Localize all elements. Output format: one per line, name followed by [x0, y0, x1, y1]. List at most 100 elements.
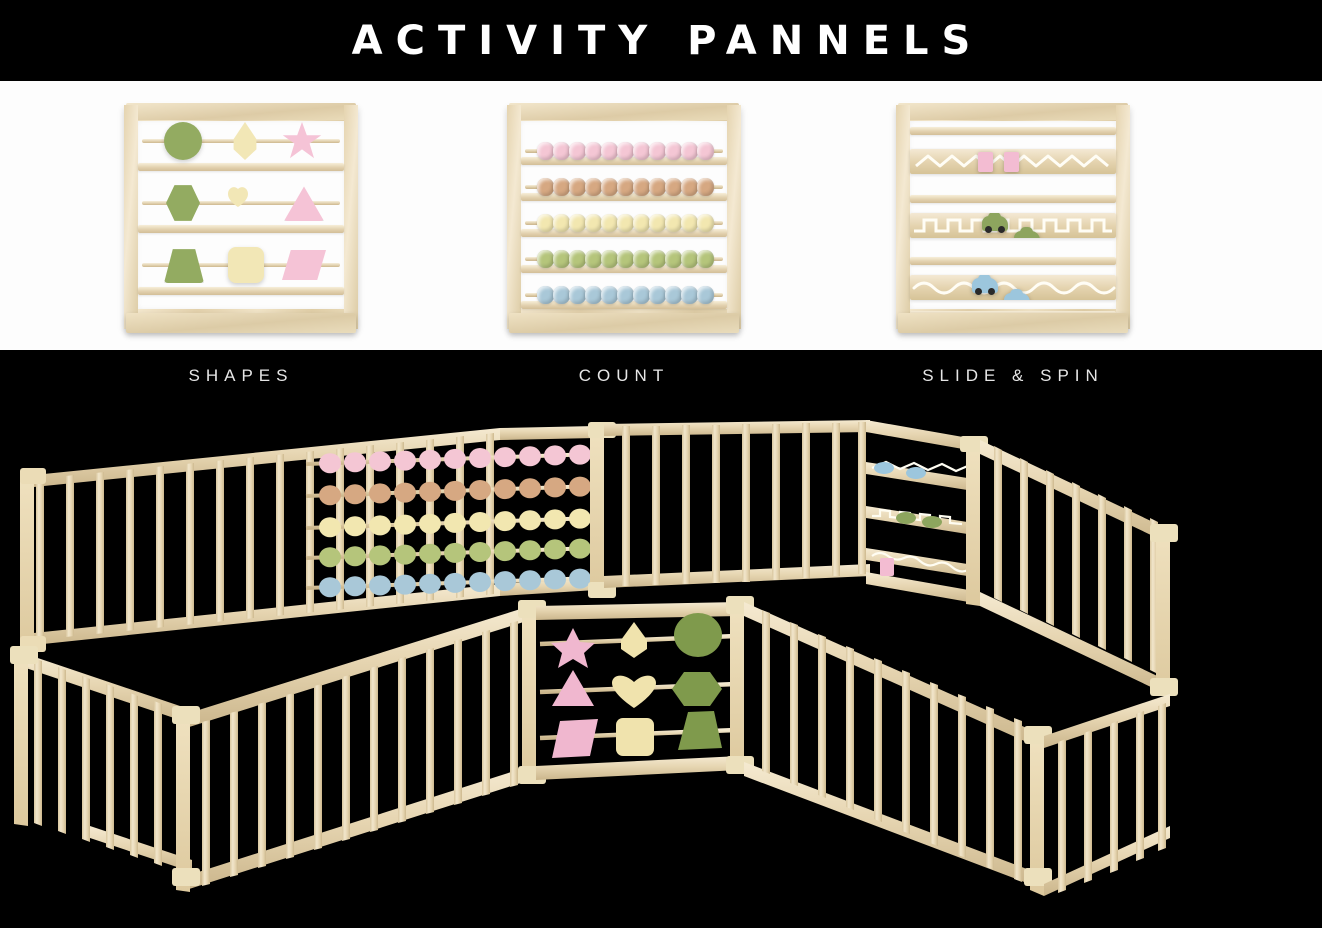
- bead[interactable]: [444, 448, 466, 469]
- bead[interactable]: [585, 250, 602, 268]
- bead[interactable]: [553, 142, 570, 160]
- bead[interactable]: [697, 250, 714, 268]
- bead[interactable]: [419, 573, 441, 594]
- bead[interactable]: [344, 576, 366, 597]
- bead[interactable]: [665, 214, 682, 232]
- bead[interactable]: [681, 142, 698, 160]
- bead[interactable]: [569, 214, 586, 232]
- bead[interactable]: [319, 517, 341, 538]
- slider-car[interactable]: [1004, 289, 1030, 300]
- bead[interactable]: [369, 515, 391, 536]
- bead[interactable]: [537, 286, 554, 304]
- activity-panel-count[interactable]: [507, 103, 741, 333]
- bead[interactable]: [585, 286, 602, 304]
- bead[interactable]: [344, 516, 366, 537]
- bead[interactable]: [519, 570, 541, 591]
- slider-car[interactable]: [982, 213, 1008, 233]
- abacus-bead-row-tan[interactable]: [525, 177, 723, 197]
- bead[interactable]: [344, 484, 366, 505]
- slider-block[interactable]: [978, 152, 993, 172]
- bead[interactable]: [665, 178, 682, 196]
- bead[interactable]: [494, 447, 516, 468]
- bead[interactable]: [469, 480, 491, 500]
- bead[interactable]: [585, 142, 602, 160]
- bead[interactable]: [519, 540, 541, 561]
- bead[interactable]: [369, 575, 391, 596]
- bead[interactable]: [469, 448, 491, 468]
- slide-track-zigzag[interactable]: [910, 149, 1116, 174]
- bead[interactable]: [553, 214, 570, 232]
- bead[interactable]: [569, 568, 591, 589]
- bead[interactable]: [319, 485, 341, 506]
- bead[interactable]: [553, 178, 570, 196]
- shape-parallelogram[interactable]: [282, 250, 326, 280]
- bead[interactable]: [544, 477, 566, 498]
- bead[interactable]: [601, 286, 618, 304]
- bead[interactable]: [649, 178, 666, 196]
- bead[interactable]: [649, 250, 666, 268]
- bead[interactable]: [697, 142, 714, 160]
- bead[interactable]: [519, 446, 541, 467]
- activity-panel-shapes[interactable]: [124, 103, 358, 333]
- slider-block[interactable]: [1004, 152, 1019, 172]
- shape-star[interactable]: [282, 122, 322, 159]
- bead[interactable]: [681, 214, 698, 232]
- bead[interactable]: [569, 142, 586, 160]
- bead[interactable]: [344, 546, 366, 567]
- bead[interactable]: [444, 572, 466, 593]
- bead[interactable]: [633, 214, 650, 232]
- bead[interactable]: [633, 142, 650, 160]
- bead[interactable]: [569, 444, 591, 465]
- bead[interactable]: [544, 569, 566, 590]
- bead[interactable]: [544, 509, 566, 530]
- activity-panel-slide-spin[interactable]: [896, 103, 1130, 333]
- bead[interactable]: [697, 286, 714, 304]
- bead[interactable]: [569, 178, 586, 196]
- bead[interactable]: [601, 250, 618, 268]
- bead[interactable]: [569, 508, 591, 529]
- bead[interactable]: [494, 479, 516, 500]
- bead[interactable]: [394, 574, 416, 595]
- bead[interactable]: [649, 142, 666, 160]
- bead[interactable]: [681, 250, 698, 268]
- bead[interactable]: [697, 178, 714, 196]
- slider-car[interactable]: [1014, 227, 1040, 238]
- bead[interactable]: [469, 572, 491, 592]
- bead[interactable]: [444, 512, 466, 533]
- bead[interactable]: [394, 482, 416, 503]
- shape-trapezoid[interactable]: [164, 249, 204, 283]
- abacus-bead-row-blue[interactable]: [525, 285, 723, 305]
- bead[interactable]: [649, 214, 666, 232]
- bead[interactable]: [633, 178, 650, 196]
- bead[interactable]: [585, 214, 602, 232]
- bead[interactable]: [394, 450, 416, 471]
- bead[interactable]: [585, 178, 602, 196]
- bead[interactable]: [469, 512, 491, 532]
- bead[interactable]: [569, 476, 591, 497]
- bead[interactable]: [494, 541, 516, 562]
- bead[interactable]: [553, 286, 570, 304]
- bead[interactable]: [697, 214, 714, 232]
- bead[interactable]: [681, 286, 698, 304]
- bead[interactable]: [617, 214, 634, 232]
- bead[interactable]: [319, 547, 341, 568]
- bead[interactable]: [444, 542, 466, 563]
- bead[interactable]: [569, 538, 591, 559]
- bead[interactable]: [319, 577, 341, 598]
- abacus-bead-row-green[interactable]: [525, 249, 723, 269]
- shape-circle[interactable]: [164, 122, 202, 160]
- abacus-bead-row-pink[interactable]: [525, 141, 723, 161]
- bead[interactable]: [665, 142, 682, 160]
- bead[interactable]: [633, 286, 650, 304]
- bead[interactable]: [369, 545, 391, 566]
- bead[interactable]: [649, 286, 666, 304]
- bead[interactable]: [601, 178, 618, 196]
- shape-triangle[interactable]: [284, 186, 324, 221]
- bead[interactable]: [553, 250, 570, 268]
- bead[interactable]: [537, 142, 554, 160]
- bead[interactable]: [394, 544, 416, 565]
- bead[interactable]: [681, 178, 698, 196]
- bead[interactable]: [419, 481, 441, 502]
- slide-track-square-wave[interactable]: [910, 213, 1116, 238]
- bead[interactable]: [617, 178, 634, 196]
